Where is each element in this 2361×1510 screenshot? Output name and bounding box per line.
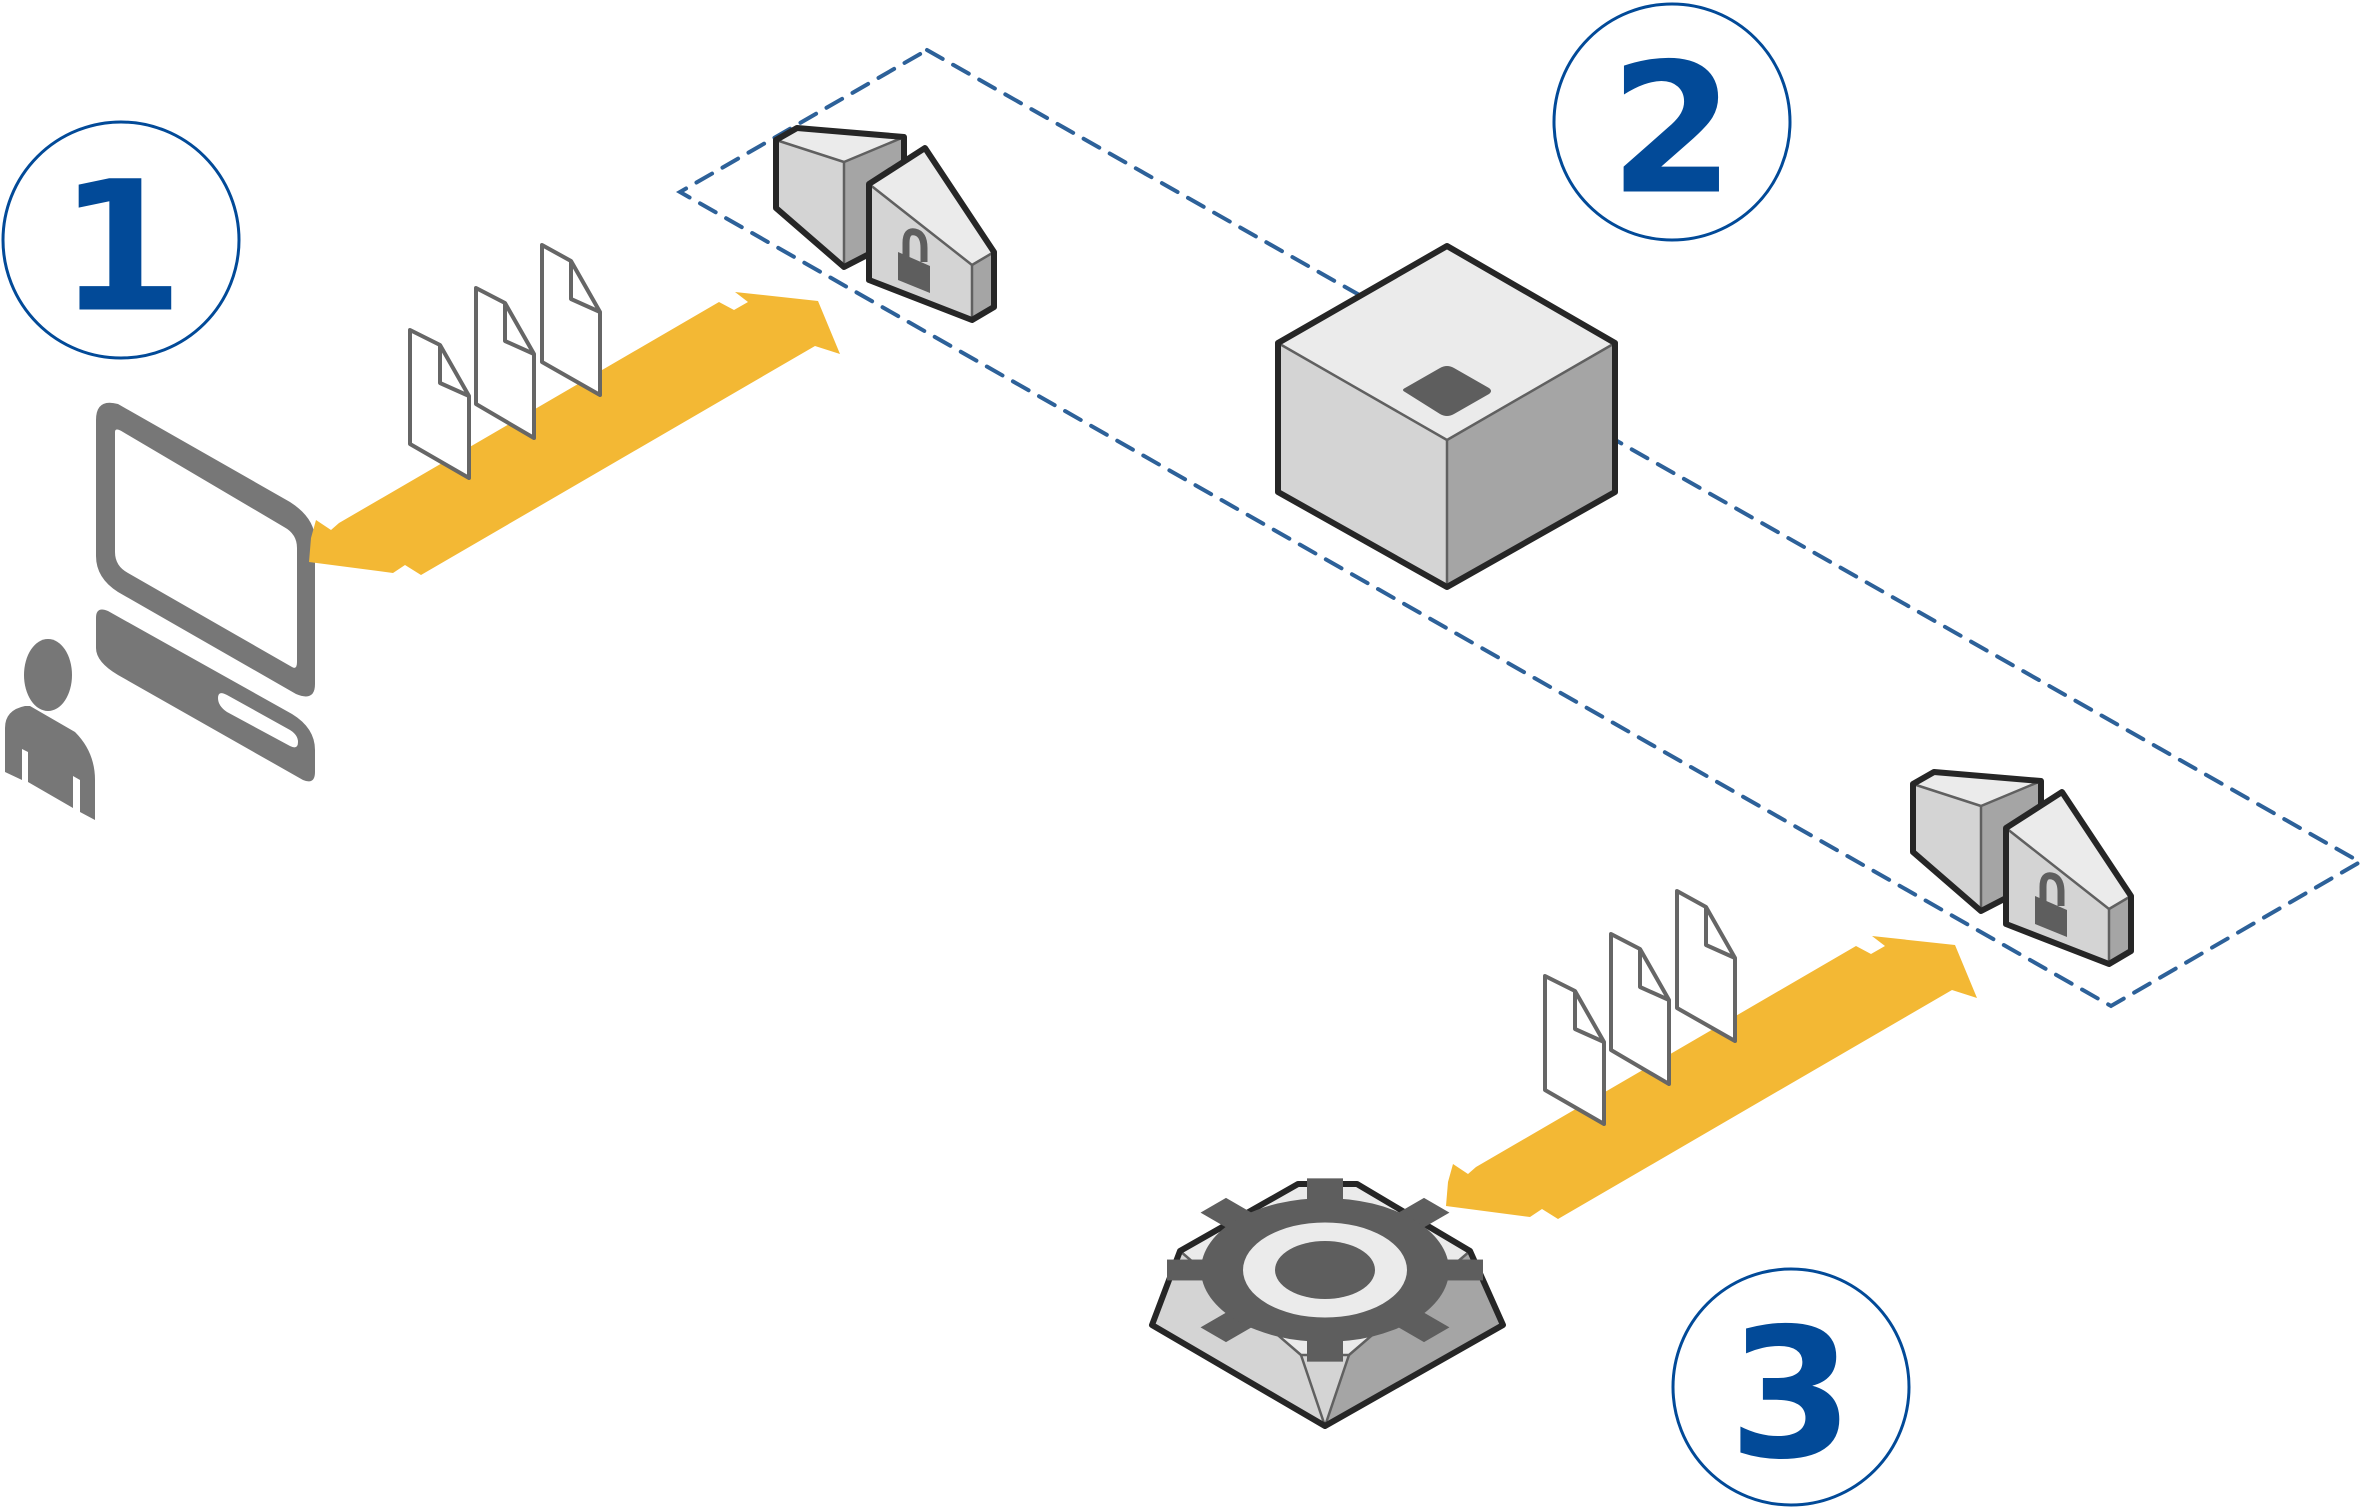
step-number-1: 1 (58, 144, 183, 353)
gear-service-icon (1149, 1178, 1506, 1429)
gear-glyph (1167, 1178, 1483, 1362)
firewall-lock-icon-entry (776, 128, 994, 320)
server-cube-icon (1275, 243, 1618, 590)
server-indicator (1403, 366, 1491, 416)
network-boundary (675, 47, 2361, 1009)
step-badge-3: 3 (1671, 1267, 1911, 1507)
step-number-2: 2 (1609, 26, 1734, 235)
user-computer-icon (5, 402, 315, 820)
step-badge-2: 2 (1552, 2, 1792, 242)
step-number-3: 3 (1728, 1291, 1853, 1500)
user-head (24, 639, 72, 711)
step-badge-1: 1 (1, 120, 241, 360)
user-body (5, 706, 95, 820)
firewall-lock-icon-exit (1913, 772, 2131, 964)
